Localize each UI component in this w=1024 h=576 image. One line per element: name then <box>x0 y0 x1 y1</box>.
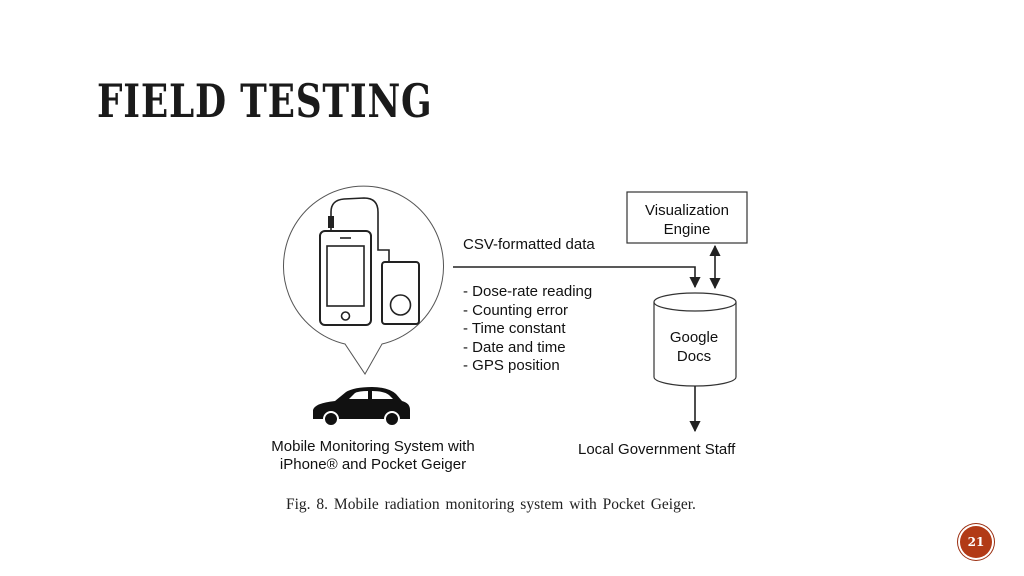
data-item: - GPS position <box>463 357 560 375</box>
google-docs-label: Google Docs <box>669 329 719 365</box>
mobile-system-label: Mobile Monitoring System with iPhone® an… <box>271 438 475 473</box>
cable-icon <box>330 197 390 262</box>
slide-title: FIELD TESTING <box>97 74 433 128</box>
data-item: - Dose-rate reading <box>463 283 593 300</box>
car-icon <box>313 387 410 427</box>
local-government-label: Local Government Staff <box>578 441 736 458</box>
data-item: - Counting error <box>463 301 569 319</box>
data-item: - Date and time <box>463 338 566 356</box>
visualization-engine-label: Visualization Engine <box>645 202 729 238</box>
data-item: - Time constant <box>463 320 566 338</box>
iphone-icon <box>319 230 372 326</box>
data-item-list: - Dose-rate reading - Counting error - T… <box>463 283 592 376</box>
visualization-engine-box <box>626 191 748 244</box>
pocket-geiger-icon <box>381 261 420 325</box>
page-number-badge: 21 <box>958 524 994 560</box>
figure-caption: Fig. 8. Mobile radiation monitoring syst… <box>286 496 696 513</box>
csv-data-arrow <box>453 266 701 289</box>
google-docs-database-icon <box>653 292 737 387</box>
csv-data-label: CSV-formatted data <box>463 236 595 253</box>
